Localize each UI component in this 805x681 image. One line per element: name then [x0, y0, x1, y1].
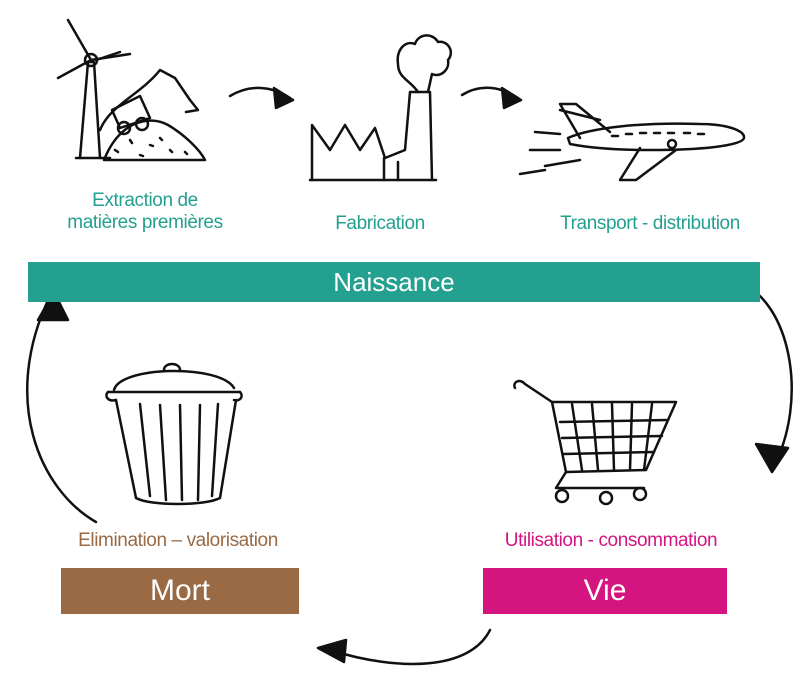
- label-transport: Transport - distribution: [560, 213, 740, 234]
- label-utilisation: Utilisation - consommation: [504, 530, 718, 551]
- wind-turbine-excavator-icon: [56, 18, 207, 162]
- airplane-icon: [518, 102, 746, 182]
- bar-naissance: Naissance: [28, 262, 760, 302]
- label-extraction: Extraction de matières premières: [67, 190, 223, 233]
- shopping-cart-icon: [513, 379, 678, 506]
- bar-vie: Vie: [483, 568, 727, 614]
- bar-mort: Mort: [61, 568, 299, 614]
- trash-can-icon: [105, 362, 243, 506]
- label-elimination: Elimination – valorisation: [78, 530, 278, 551]
- label-fabrication: Fabrication: [335, 213, 425, 234]
- factory-icon: [308, 34, 453, 182]
